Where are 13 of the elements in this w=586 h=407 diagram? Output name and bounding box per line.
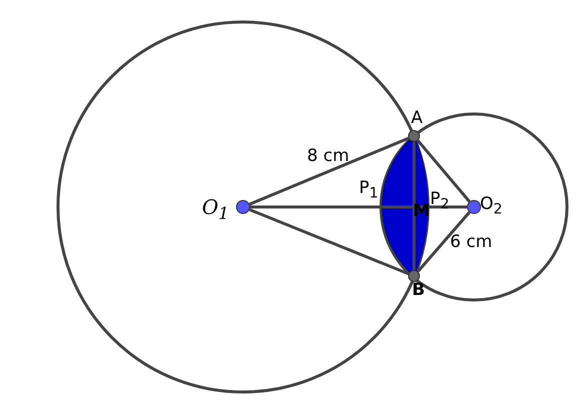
line-segment [412,142,416,270]
edge-label: 8 cm [307,146,350,166]
point-label: B [412,280,425,300]
point-label: P$_{1}$ [359,178,378,204]
line-segment [248,208,409,276]
edge-label: 6 cm [450,232,492,252]
line-segment [416,140,471,203]
line-segment [250,206,467,208]
point-label: O$_{1}$ [202,195,230,225]
line-segment [248,136,410,206]
point-label: A [411,108,423,128]
point-label: O$_{2}$ [480,194,502,220]
line-segment [416,211,471,272]
